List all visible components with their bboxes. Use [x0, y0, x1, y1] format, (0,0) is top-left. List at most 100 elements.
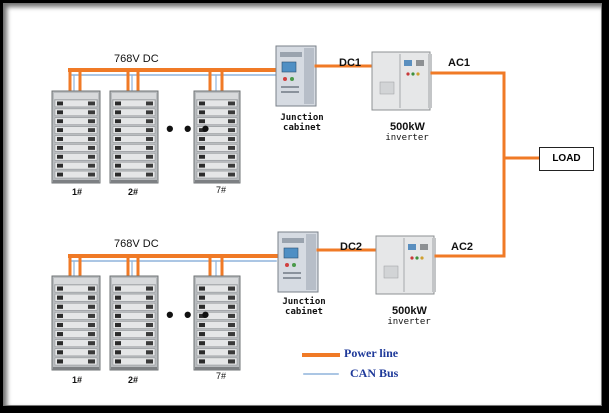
- bottom-rack-7-module-handle: [228, 341, 235, 346]
- top-rack-7-module-handle: [228, 154, 235, 159]
- top-rack-1-module: [54, 117, 98, 125]
- bottom-rack-7-module: [196, 293, 238, 302]
- top-rack-1-module: [54, 99, 98, 108]
- top-rack-1-module-handle: [88, 119, 95, 124]
- top-rack-2-module: [112, 99, 156, 108]
- bottom-rack-1-label: 1#: [72, 375, 83, 385]
- bottom-rack-2-module-terminal: [115, 359, 121, 364]
- top-junction-cabinet-side: [304, 48, 314, 104]
- bottom-rack-2-module: [112, 312, 156, 320]
- bottom-rack-7-module-handle: [228, 304, 235, 309]
- top-rack-2-module-terminal: [115, 163, 121, 168]
- bottom-rack-1-module-terminal: [57, 286, 63, 291]
- top-rack-1-module-terminal: [57, 172, 63, 177]
- bottom-rack-1-module: [54, 293, 98, 302]
- bottom-rack-2-module: [112, 348, 156, 357]
- top-junction-label: Junction cabinet: [272, 113, 332, 133]
- top-junction-cabinet-top-strip: [280, 52, 302, 57]
- bottom-rack-7-module: [196, 330, 238, 338]
- bottom-rack-7-module-terminal: [199, 313, 205, 318]
- bottom-rack-7-module-handle: [228, 322, 235, 328]
- bottom-rack-1-module: [54, 302, 98, 311]
- bottom-rack-2-module-handle: [146, 295, 153, 300]
- top-rack-7-label: 7#: [216, 185, 227, 195]
- bottom-inverter-cabinet-indicator: [415, 256, 419, 260]
- top-rack-2-module-terminal: [115, 137, 121, 141]
- bottom-rack-7-module: [196, 302, 238, 311]
- top-rack-1-module-handle: [88, 172, 95, 177]
- top-rack-2-module-handle: [146, 119, 153, 124]
- top-rack-1-module-terminal: [57, 119, 63, 124]
- bottom-junction-cabinet-indicator: [285, 263, 289, 267]
- bottom-rack-1-module-handle: [88, 304, 95, 309]
- top-rack-2-base: [111, 180, 157, 183]
- top-ellipsis: • • •: [166, 116, 212, 141]
- bottom-junction-cabinet-slot: [283, 277, 301, 279]
- bottom-rack-7-module: [196, 357, 238, 366]
- bottom-rack-1-module-handle: [88, 332, 95, 337]
- bottom-rack-2-module-handle: [146, 332, 153, 337]
- top-junction-cabinet-indicator: [290, 77, 294, 81]
- top-rack-1-module-terminal: [57, 110, 63, 115]
- bottom-bus-voltage-label: 768V DC: [114, 238, 159, 250]
- bottom-junction-cabinet-indicator: [292, 263, 296, 267]
- bottom-rack-7-module-terminal: [199, 295, 205, 300]
- top-rack-7-module-terminal: [199, 119, 205, 124]
- top-rack-2-module-terminal: [115, 101, 121, 106]
- top-rack-1-module-handle: [88, 128, 95, 133]
- top-rack-7-module-terminal: [199, 110, 205, 115]
- top-rack-7-module-handle: [228, 172, 235, 177]
- bottom-junction-cabinet-side: [306, 234, 316, 290]
- bottom-rack-7-module-terminal: [199, 332, 205, 337]
- bottom-inverter-cabinet-vent: [383, 265, 399, 279]
- bottom-rack-1-module-terminal: [57, 359, 63, 364]
- load-box: LOAD: [539, 147, 594, 171]
- bottom-rack-2-label: 2#: [128, 375, 139, 385]
- top-rack-2-module-terminal: [115, 172, 121, 177]
- top-rack-2-module: [112, 108, 156, 117]
- top-rack-7-module-handle: [228, 145, 235, 150]
- top-rack-1-module-terminal: [57, 128, 63, 133]
- legend-power-line-label: Power line: [344, 346, 399, 360]
- top-dc-label: DC1: [339, 57, 362, 69]
- top-rack-7-module-terminal: [199, 128, 205, 133]
- top-rack-7-module: [196, 99, 238, 108]
- top-junction-cabinet-indicator: [283, 77, 287, 81]
- bottom-junction-cabinet-slot: [283, 272, 301, 274]
- top-rack-2-module: [112, 153, 156, 161]
- bottom-rack-2-module-handle: [146, 359, 153, 364]
- bottom-rack-7-module-handle: [228, 332, 235, 337]
- bottom-rack-1-module: [54, 339, 98, 348]
- bottom-rack-1-module-handle: [88, 341, 95, 346]
- top-junction-label-line2: cabinet: [283, 123, 321, 133]
- top-rack-1-module-terminal: [57, 101, 63, 106]
- top-rack-1-module-handle: [88, 110, 95, 115]
- top-inverter-power: 500kW: [390, 121, 425, 133]
- bottom-inverter-label: inverter: [387, 317, 431, 327]
- top-rack-2-module-handle: [146, 172, 153, 177]
- legend-can-bus-label: CAN Bus: [350, 366, 399, 380]
- top-rack-1-module: [54, 135, 98, 143]
- bottom-junction-label-line2: cabinet: [285, 307, 323, 317]
- bottom-rack-1-module: [54, 321, 98, 329]
- bottom-rack-1-module: [54, 284, 98, 293]
- top-rack-2-module-handle: [146, 137, 153, 141]
- bottom-rack-7-module: [196, 284, 238, 293]
- top-rack-1-module-terminal: [57, 163, 63, 168]
- bottom-rack-7-module-handle: [228, 286, 235, 291]
- bottom-rack-7-module: [196, 348, 238, 357]
- bottom-rack-2-module-terminal: [115, 341, 121, 346]
- top-rack-7-module-handle: [228, 110, 235, 115]
- bottom-ellipsis: • • •: [166, 302, 212, 327]
- bottom-rack-7-base: [195, 367, 239, 370]
- bottom-rack-2-top-cap: [112, 278, 156, 284]
- top-inverter-cabinet-meter: [416, 60, 424, 66]
- bottom-rack-1-module-terminal: [57, 313, 63, 318]
- top-rack-7-module: [196, 170, 238, 179]
- top-rack-1-module: [54, 144, 98, 152]
- bottom-rack-7-module: [196, 321, 238, 329]
- bottom-rack-2-module-handle: [146, 286, 153, 291]
- top-rack-1-base: [53, 180, 99, 183]
- top-rack-2-module-terminal: [115, 145, 121, 150]
- top-rack-7-module-terminal: [199, 137, 205, 141]
